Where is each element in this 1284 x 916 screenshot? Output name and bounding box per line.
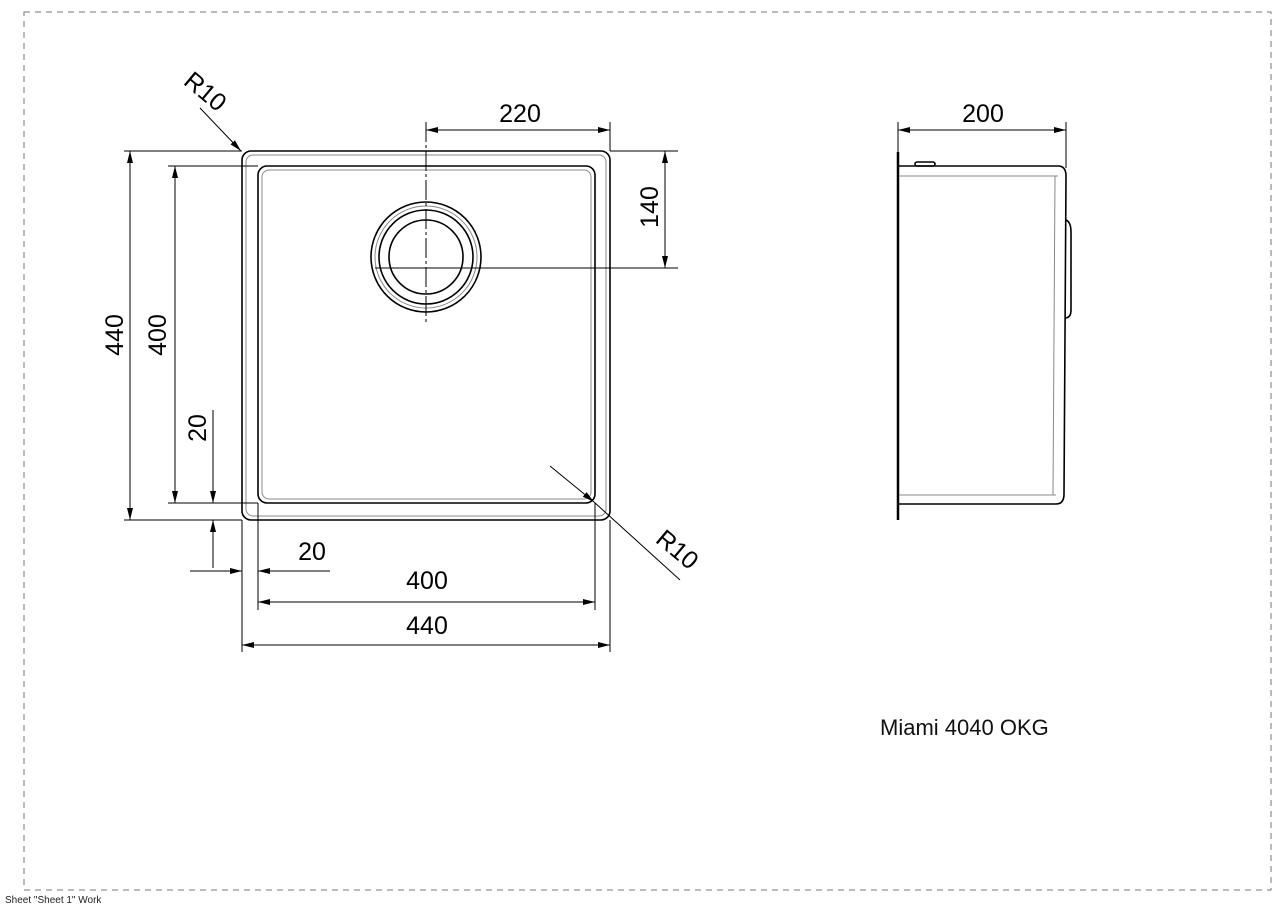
side-drain-bump xyxy=(1064,219,1072,319)
dim-inner-height: 400 xyxy=(144,314,172,356)
dim-rim-vertical: 20 xyxy=(184,414,212,442)
top-view: 220 140 440 400 20 20 400 440 xyxy=(101,66,704,652)
drawing-title: Miami 4040 OKG xyxy=(880,715,1049,740)
side-overflow-tab xyxy=(914,161,936,167)
dim-radius-top: R10 xyxy=(179,66,232,117)
side-body-outline xyxy=(899,165,1067,505)
sheet-border xyxy=(23,11,1272,891)
radius-leader-bottom xyxy=(549,465,595,503)
dim-drain-offset-y: 140 xyxy=(636,186,664,228)
dim-inner-width: 400 xyxy=(406,567,448,595)
dim-radius-bottom: R10 xyxy=(651,524,704,575)
dim-rim-horizontal: 20 xyxy=(298,538,326,566)
side-view: 200 xyxy=(896,100,1072,520)
dim-depth: 200 xyxy=(962,100,1004,128)
dim-drain-offset-x: 220 xyxy=(499,100,541,128)
dim-outer-height: 440 xyxy=(101,314,129,356)
dim-outer-width: 440 xyxy=(406,612,448,640)
sheet-footer: Sheet "Sheet 1" Work xyxy=(5,895,102,906)
radius-leader-top xyxy=(199,107,242,152)
